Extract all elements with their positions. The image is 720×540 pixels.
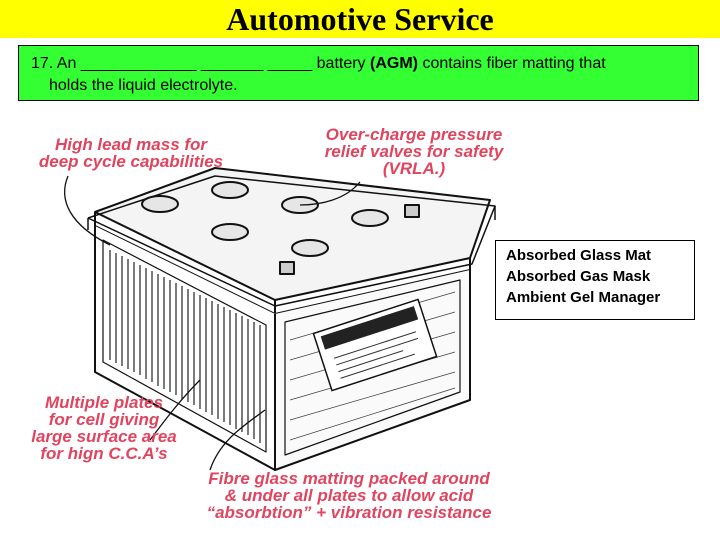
question-box: 17. An _____________ _______ _____ batte… xyxy=(18,45,699,101)
battery-label xyxy=(312,298,438,392)
question-line-1: 17. An _____________ _______ _____ batte… xyxy=(31,53,686,75)
answer-choice[interactable]: Absorbed Gas Mask xyxy=(506,268,651,285)
callout-fibre-glass: Fibre glass matting packed around & unde… xyxy=(206,469,492,522)
page-title: Automotive Service xyxy=(226,1,494,37)
answer-choice[interactable]: Ambient Gel Manager xyxy=(506,289,661,306)
callout-relief-valves: Over-charge pressure relief valves for s… xyxy=(324,125,504,178)
answer-choices: Absorbed Glass Mat Absorbed Gas Mask Amb… xyxy=(495,240,695,320)
callout-multiple-plates: Multiple plates for cell giving large su… xyxy=(31,393,177,463)
cell-covers xyxy=(141,181,389,257)
question-text-after-term: contains fiber matting that xyxy=(422,55,606,72)
question-line-2: holds the liquid electrolyte. xyxy=(49,77,238,94)
cell-plates xyxy=(109,250,261,443)
question-text-before-term: battery xyxy=(316,55,366,72)
callout-leaders xyxy=(64,175,361,471)
battery-lid xyxy=(94,167,491,301)
answer-choice[interactable]: Absorbed Glass Mat xyxy=(506,247,652,264)
answer-blanks: _____________ _______ _____ xyxy=(80,55,313,72)
agm-term: (AGM) xyxy=(370,55,418,72)
callout-lead-mass: High lead mass for deep cycle capabiliti… xyxy=(38,135,224,171)
title-bar: Automotive Service xyxy=(0,0,720,38)
question-number: 17. An xyxy=(31,55,77,72)
